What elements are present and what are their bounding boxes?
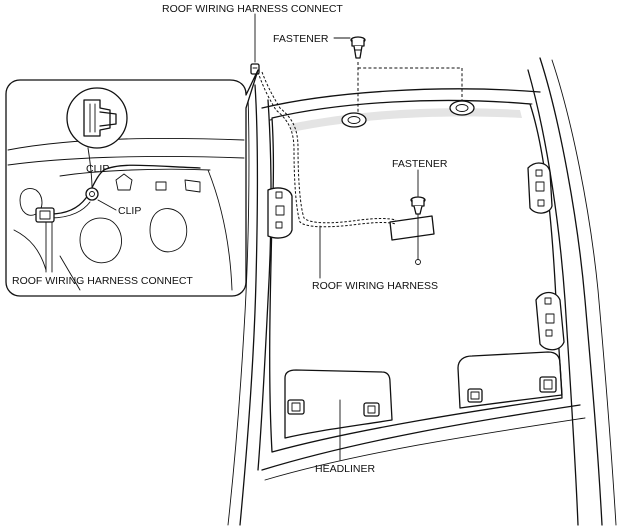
inset-wire	[49, 164, 201, 215]
fastener-mid-icon	[410, 196, 426, 215]
roof-wiring-harness	[257, 71, 397, 228]
right-pillar-garnish-rear	[535, 291, 565, 351]
vehicle-roof-outline	[227, 57, 617, 526]
label-roof-harness-connect-top: ROOF WIRING HARNESS CONNECT	[162, 3, 343, 15]
clip-magnifier	[66, 87, 128, 189]
fastener-leader-lines	[357, 62, 463, 112]
front-fastener-holes	[341, 100, 475, 128]
label-fastener-top: FASTENER	[273, 33, 329, 45]
center-tab	[389, 213, 435, 265]
label-headliner: HEADLINER	[315, 463, 376, 475]
inset-clip-icon	[85, 187, 99, 201]
label-roof-harness-connect-inset: ROOF WIRING HARNESS CONNECT	[12, 275, 193, 287]
fastener-top-icon	[350, 36, 366, 59]
detail-inset	[5, 69, 259, 297]
leader-lines	[45, 13, 419, 461]
label-clip-inset-top: CLIP	[86, 163, 109, 175]
label-roof-wiring-harness: ROOF WIRING HARNESS	[312, 280, 438, 292]
right-pillar-garnish-front	[527, 162, 553, 214]
inset-connector-icon	[35, 207, 55, 223]
label-clip-inset-side: CLIP	[118, 205, 141, 217]
headliner-panel	[269, 99, 563, 453]
left-pillar-garnish	[267, 187, 293, 239]
label-fastener-mid: FASTENER	[392, 158, 448, 170]
